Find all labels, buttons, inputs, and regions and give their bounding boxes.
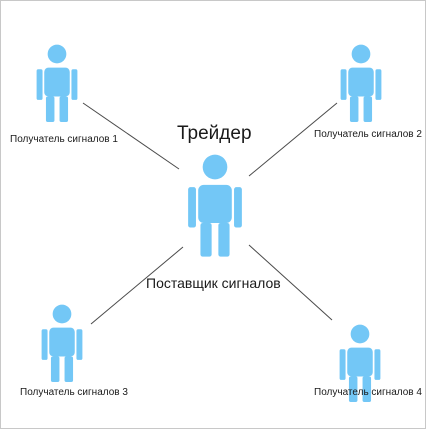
- recipient-2-label: Получатель сигналов 2: [314, 129, 422, 140]
- connector-lines: [82, 102, 338, 325]
- trader-subtitle: Поставщик сигналов: [146, 275, 281, 291]
- connector-line-2: [248, 102, 338, 177]
- recipient-2-person-icon: [340, 44, 382, 122]
- recipient-1-label: Получатель сигналов 1: [10, 134, 118, 145]
- trader-person-icon: [188, 154, 242, 257]
- recipient-3-person-icon: [41, 304, 83, 382]
- connector-line-4: [248, 244, 333, 321]
- recipient-3-label: Получатель сигналов 3: [20, 387, 128, 398]
- recipient-1-person-icon: [36, 44, 78, 122]
- recipient-4-label: Получатель сигналов 4: [314, 387, 422, 398]
- connector-line-3: [90, 246, 184, 325]
- trader-title: Трейдер: [177, 123, 252, 144]
- people: [36, 44, 382, 402]
- connector-line-1: [82, 102, 180, 170]
